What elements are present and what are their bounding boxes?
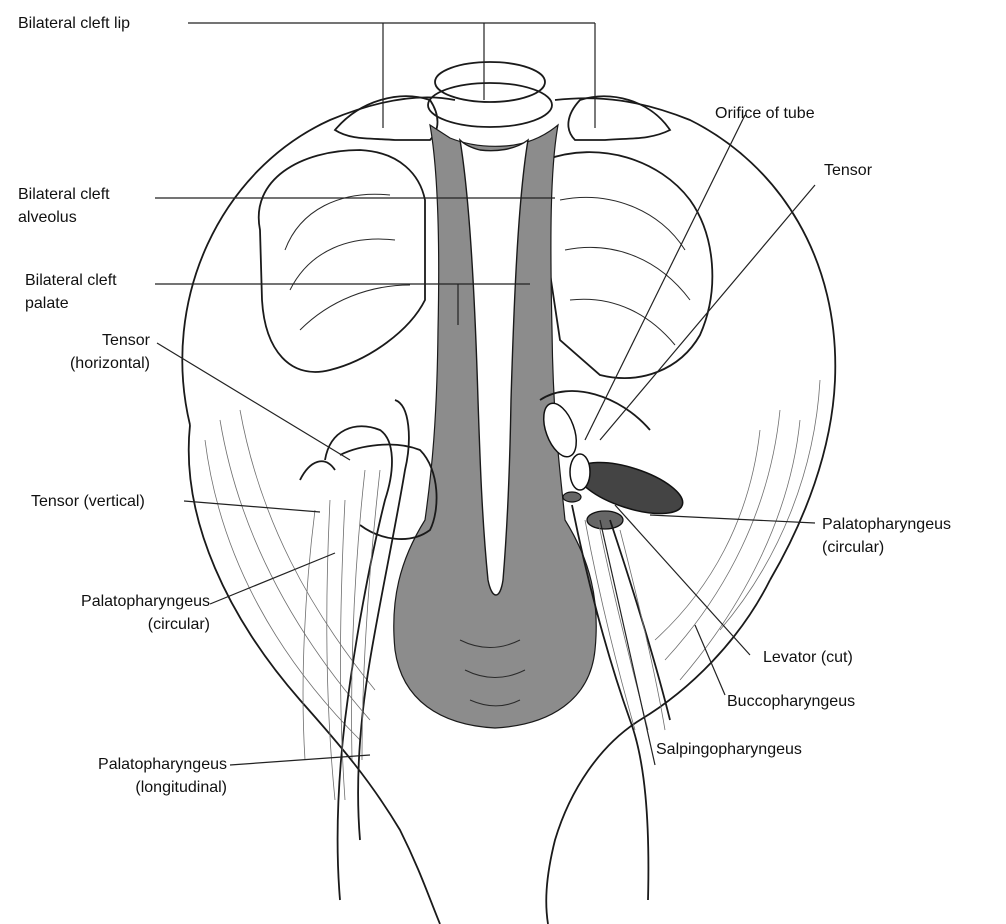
label-tensor-vertical: Tensor (vertical) [31, 490, 145, 513]
label-salpingopharyngeus: Salpingopharyngeus [656, 738, 802, 761]
label-palatopharyngeus-circular-left: Palatopharyngeus (circular) [81, 590, 210, 636]
label-orifice-of-tube: Orifice of tube [715, 102, 815, 125]
label-tensor-right: Tensor [824, 159, 872, 182]
label-palatopharyngeus-circular-right: Palatopharyngeus (circular) [822, 513, 951, 559]
label-bilateral-cleft-lip: Bilateral cleft lip [18, 12, 130, 35]
label-palatopharyngeus-longitudinal: Palatopharyngeus (longitudinal) [98, 753, 227, 799]
label-buccopharyngeus: Buccopharyngeus [727, 690, 855, 713]
label-bilateral-cleft-alveolus: Bilateral cleft alveolus [18, 183, 110, 229]
label-bilateral-cleft-palate: Bilateral cleft palate [25, 269, 117, 315]
label-tensor-horizontal: Tensor (horizontal) [70, 329, 150, 375]
label-levator-cut: Levator (cut) [763, 646, 853, 669]
